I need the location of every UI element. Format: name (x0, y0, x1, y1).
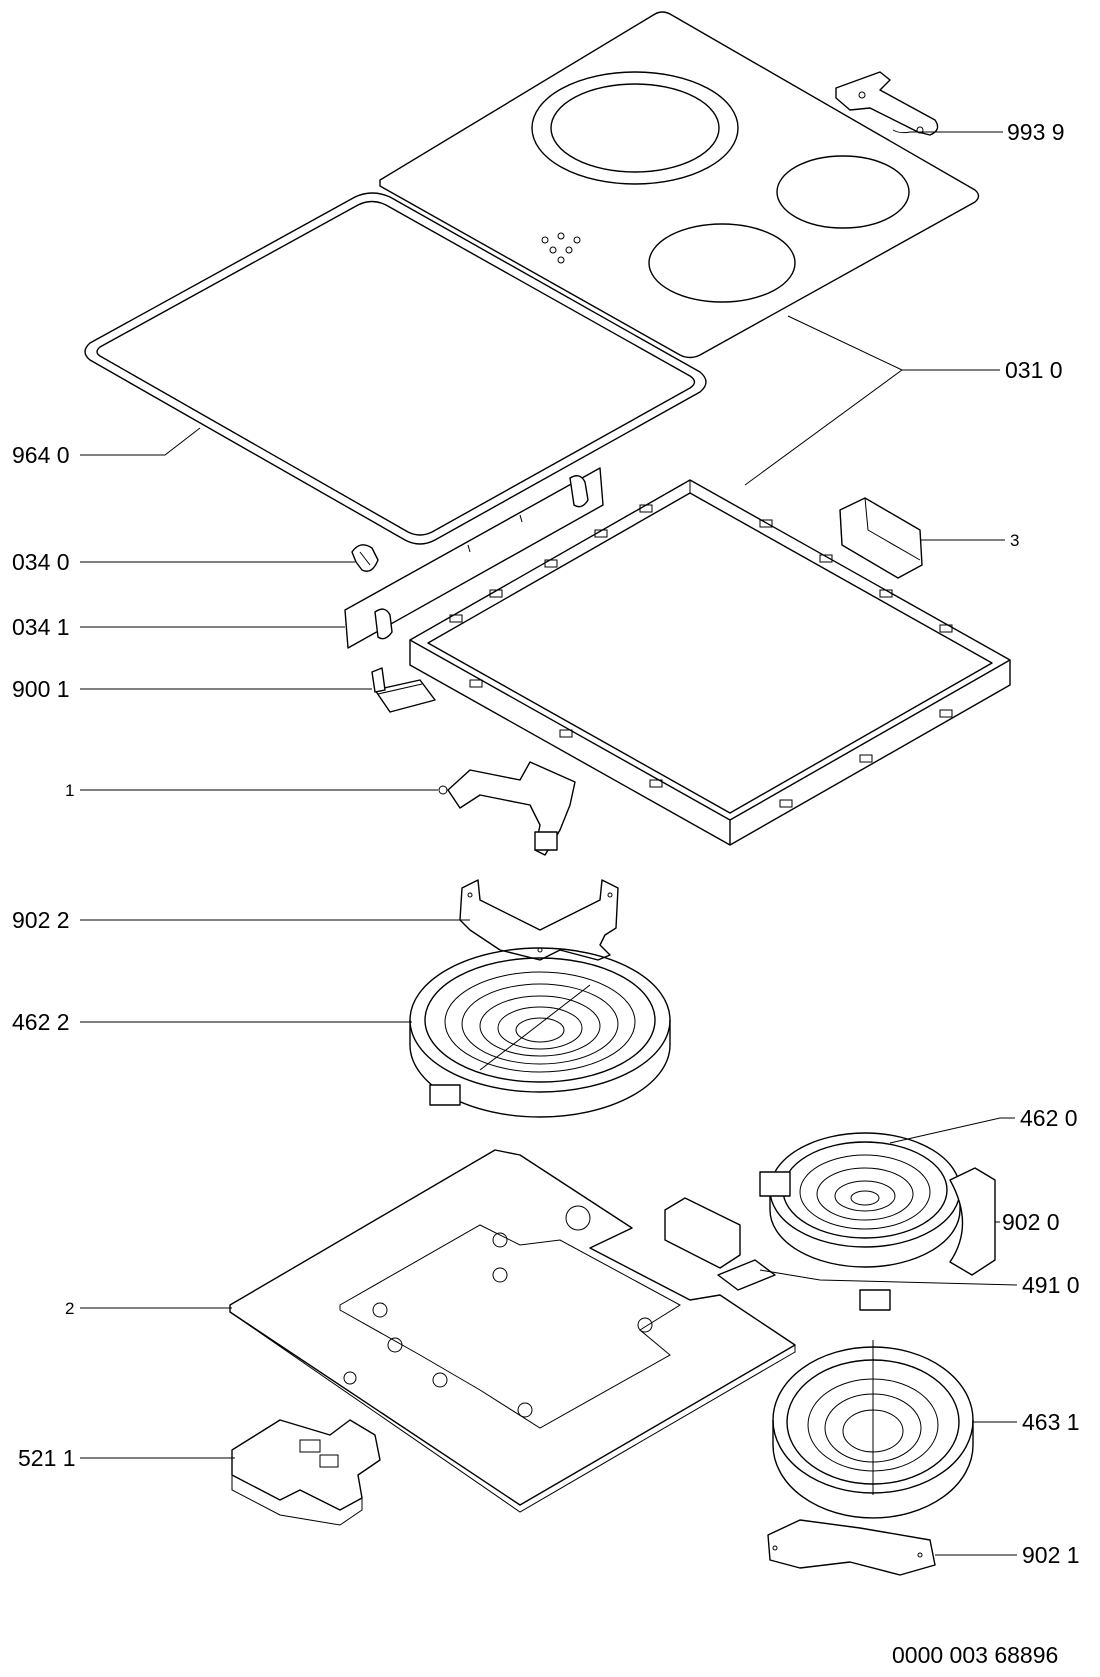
clip-part-993-9 (835, 71, 939, 136)
connector-900-1 (371, 667, 436, 713)
bracket-1 (438, 761, 576, 856)
label-2: 2 (65, 1299, 74, 1318)
label-034-1: 034 1 (12, 614, 70, 640)
corner-bracket-3 (839, 497, 923, 579)
label-902-0: 902 0 (1002, 1209, 1060, 1235)
radiant-heater-463-1 (772, 1289, 974, 1519)
label-462-0: 462 0 (1020, 1105, 1078, 1131)
base-plate-2 (229, 1149, 796, 1513)
clip-part-034-0 (351, 544, 379, 572)
label-031-0: 031 0 (1005, 357, 1063, 383)
label-521-1: 521 1 (18, 1445, 76, 1471)
label-3: 3 (1010, 531, 1019, 550)
bracket-902-1 (767, 1519, 936, 1576)
label-463-1: 463 1 (1022, 1409, 1080, 1435)
bracket-rail-034-1 (344, 467, 604, 649)
label-900-1: 900 1 (12, 676, 70, 702)
label-902-1: 902 1 (1022, 1542, 1080, 1568)
support-frame (409, 479, 1011, 846)
control-module-491-0 (664, 1197, 776, 1291)
gasket-964-0 (84, 192, 707, 545)
electronics-box-521-1 (231, 1419, 381, 1526)
bracket-902-0 (949, 1167, 996, 1276)
radiant-heater-462-2 (409, 947, 671, 1118)
label-964-0: 964 0 (12, 442, 70, 468)
label-491-0: 491 0 (1022, 1272, 1080, 1298)
label-1: 1 (65, 781, 74, 800)
document-number: 0000 003 68896 (892, 1642, 1058, 1668)
callout-labels: 993 9 031 0 964 0 034 0 3 034 1 900 1 1 … (12, 119, 1080, 1668)
leader-lines (80, 129, 1018, 1556)
label-902-2: 902 2 (12, 907, 70, 933)
label-034-0: 034 0 (12, 549, 70, 575)
label-993-9: 993 9 (1007, 119, 1065, 145)
ceramic-hob-top (379, 11, 980, 359)
label-462-2: 462 2 (12, 1009, 70, 1035)
radiant-heater-462-0 (759, 1132, 961, 1268)
